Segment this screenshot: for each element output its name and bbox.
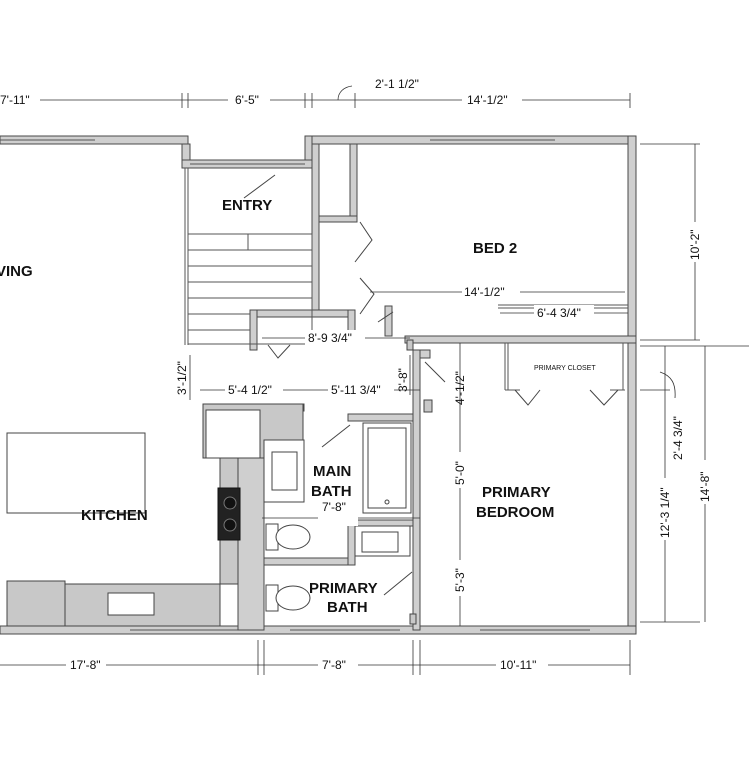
room-label-primary-closet: PRIMARY CLOSET [534, 365, 596, 372]
stairs [187, 233, 313, 345]
dim-top-jog: 2'-1 1/2" [375, 77, 419, 91]
dim-top-left: 7'-11" [0, 93, 30, 107]
room-label-entry: ENTRY [222, 197, 272, 214]
dim-hall-left: 5'-4 1/2" [228, 383, 272, 397]
bath-fixtures [263, 422, 412, 612]
dim-top-entry: 6'-5" [235, 93, 259, 107]
dim-primary-14-8: 14'-8" [698, 471, 712, 502]
kitchen-island [6, 432, 146, 514]
dim-bath-5-3: 5'-3" [453, 568, 467, 592]
dim-bottom-left: 17'-8" [70, 658, 101, 672]
dim-top-right: 14'-1/2" [467, 93, 508, 107]
room-label-main-bath-2: BATH [311, 483, 352, 500]
room-label-primary-bedroom-2: BEDROOM [476, 504, 554, 521]
room-label-main-bath-1: MAIN [313, 463, 351, 480]
room-label-primary-bath-2: BATH [327, 599, 368, 616]
room-label-living: VING [0, 263, 33, 280]
dim-hall-right: 5'-11 3/4" [331, 383, 381, 397]
kitchen-sink [107, 592, 155, 616]
dim-hall-width: 8'-9 3/4" [308, 331, 352, 345]
dim-hall-depth: 3'-1/2" [175, 361, 189, 395]
dim-bath-width: 7'-8" [322, 500, 346, 514]
dim-bed2-closet: 6'-4 3/4" [537, 306, 581, 320]
dim-closet-3-8: 3'-8" [396, 368, 410, 392]
room-label-primary-bedroom-1: PRIMARY [482, 484, 551, 501]
room-label-bed2: BED 2 [473, 240, 517, 257]
dim-closet-2-4: 2'-4 3/4" [671, 416, 685, 460]
dim-primary-12-3: 12'-3 1/4" [658, 487, 672, 538]
dim-bottom-mid: 7'-8" [322, 658, 346, 672]
dim-bath-5-0: 5'-0" [453, 461, 467, 485]
kitchen-counter-bottom [6, 580, 66, 627]
doors [243, 174, 619, 625]
dim-bed2-height: 10'-2" [688, 229, 702, 260]
dim-bottom-right: 10'-11" [500, 658, 536, 672]
exterior-walls [0, 135, 637, 635]
kitchen-fridge [205, 409, 261, 459]
dim-closet-4-half: 4'-1/2" [453, 371, 467, 405]
top-dimension-line [0, 85, 631, 108]
kitchen-fixtures [6, 403, 304, 627]
room-label-primary-bath-1: PRIMARY [309, 580, 378, 597]
dim-bed2-width: 14'-1/2" [464, 285, 505, 299]
room-label-kitchen: KITCHEN [81, 507, 148, 524]
